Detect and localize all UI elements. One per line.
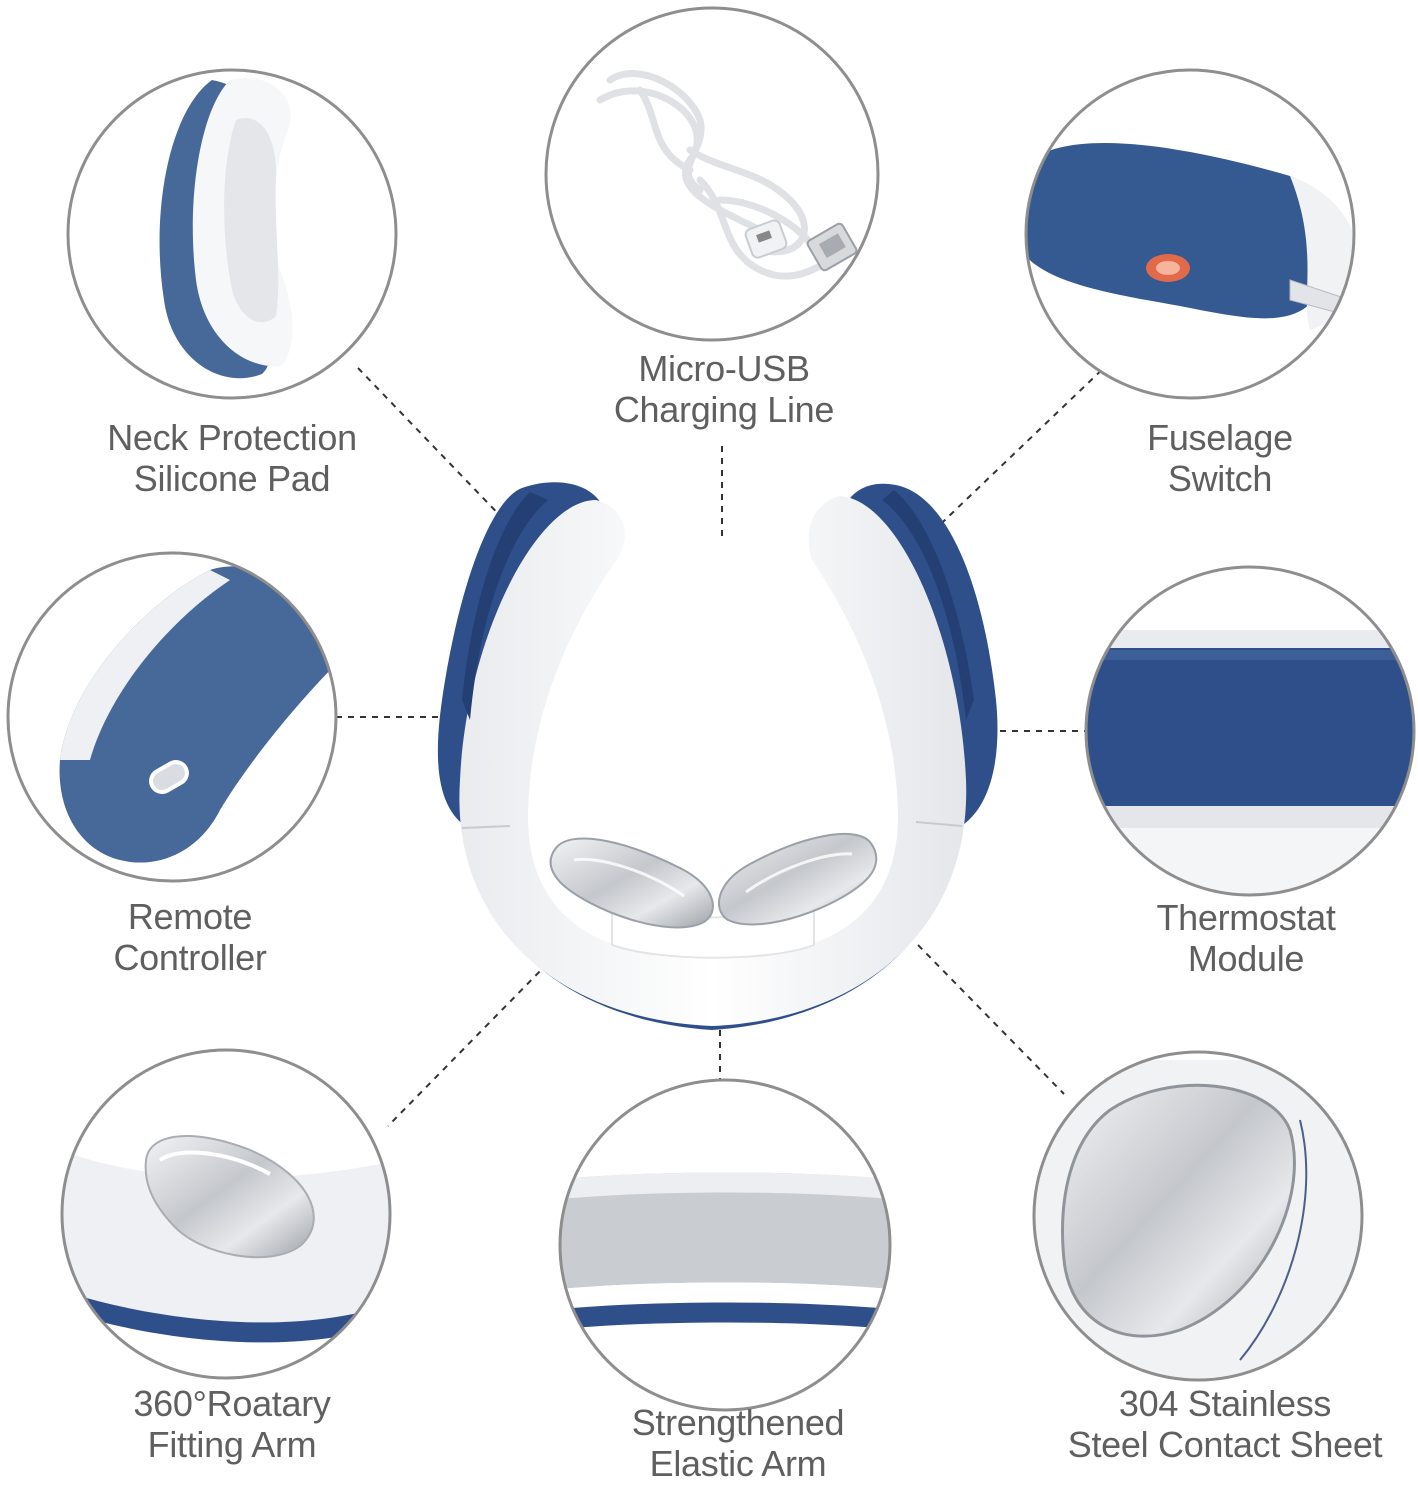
label-line: Module <box>1187 938 1305 979</box>
label-rotary-arm: 360°Roatary Fitting Arm <box>82 1383 382 1465</box>
label-usb-line: Micro-USB Charging Line <box>574 348 874 430</box>
label-line: Micro-USB <box>638 348 810 389</box>
neck-massager-device <box>437 482 998 1030</box>
label-line: Fitting Arm <box>147 1424 317 1465</box>
circle-steel-sheet <box>1032 1050 1364 1382</box>
circle-usb-cable <box>544 6 880 342</box>
label-line: Controller <box>113 937 267 978</box>
circle-rotary-arm <box>60 1048 392 1380</box>
circle-thermostat <box>1084 565 1416 897</box>
label-line: 360°Roatary <box>133 1383 331 1424</box>
label-thermostat: Thermostat Module <box>1096 897 1396 979</box>
label-line: Remote <box>127 896 253 937</box>
label-steel-sheet: 304 Stainless Steel Contact Sheet <box>1040 1383 1410 1465</box>
label-line: Thermostat <box>1156 897 1336 938</box>
label-line: Silicone Pad <box>133 458 331 499</box>
label-line: Charging Line <box>613 389 835 430</box>
label-line: 304 Stainless <box>1118 1383 1332 1424</box>
label-neck-pad: Neck Protection Silicone Pad <box>82 417 382 499</box>
label-elastic-arm: Strengthened Elastic Arm <box>588 1402 888 1484</box>
circle-neck-pad <box>66 68 398 400</box>
label-line: Steel Contact Sheet <box>1067 1424 1383 1465</box>
label-line: Elastic Arm <box>649 1443 827 1484</box>
label-line: Neck Protection <box>107 417 357 458</box>
label-line: Switch <box>1167 458 1273 499</box>
circle-remote-controller <box>6 551 338 883</box>
label-line: Fuselage <box>1147 417 1293 458</box>
label-fuselage-switch: Fuselage Switch <box>1070 417 1370 499</box>
circle-elastic-arm <box>558 1078 892 1412</box>
circle-fuselage-switch <box>1024 68 1356 400</box>
label-line: Strengthened <box>631 1402 845 1443</box>
label-remote-controller: Remote Controller <box>40 896 340 978</box>
